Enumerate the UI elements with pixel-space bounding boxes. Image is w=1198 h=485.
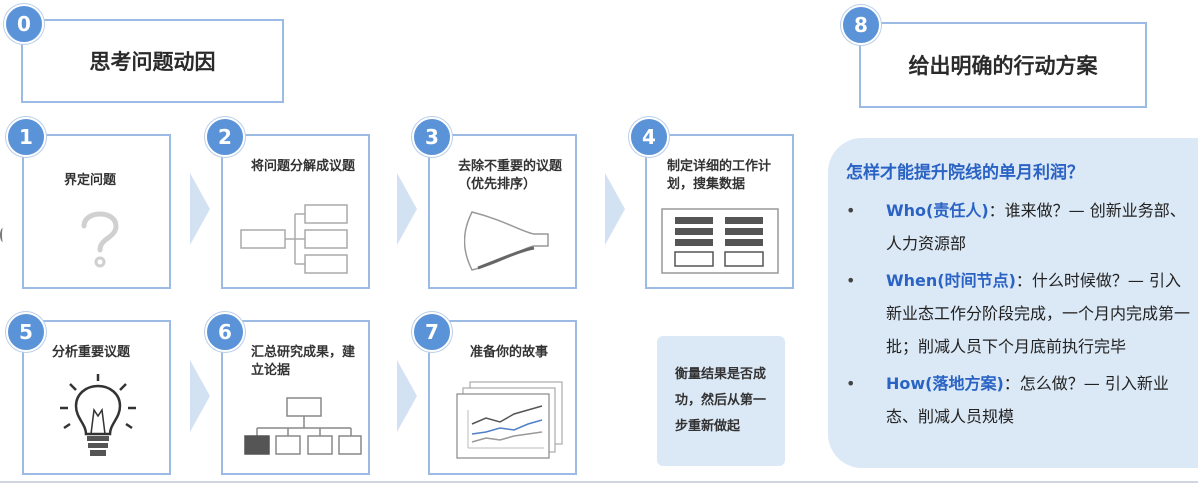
plan-value-who: ：谁来做？— 创新业务部、人力资源部 <box>886 201 1186 253</box>
plan-question: 怎样才能提升院线的单月利润？ <box>846 163 1084 183</box>
step-8-title-box: 给出明确的行动方案 <box>859 22 1147 108</box>
plan-key-who: Who(责任人) <box>886 201 989 220</box>
step-3-text: 去除不重要的议题（优先排序） <box>458 159 563 192</box>
step-6-card: 汇总研究成果，建立论据 <box>221 320 370 475</box>
issue-tree-icon <box>240 204 348 274</box>
step-4-card: 制定详细的工作计划，搜集数据 <box>645 134 794 289</box>
bottom-divider <box>0 481 1198 483</box>
line-chart-slides-icon <box>456 381 563 459</box>
plan-value-when: ：什么时候做？— 引入新业态工作分阶段完成，一个月内完成第一批；削减人员下个月底… <box>886 271 1191 356</box>
step-0-title: 思考问题动因 <box>89 50 216 74</box>
step-4-text: 制定详细的工作计划，搜集数据 <box>667 159 772 192</box>
plan-item-when: • When(时间节点)：什么时候做？— 引入新业态工作分阶段完成，一个月内完成… <box>842 264 1194 363</box>
step-8-title: 给出明确的行动方案 <box>908 54 1098 78</box>
step-7-card: 准备你的故事 <box>428 320 577 475</box>
action-plan-panel: 怎样才能提升院线的单月利润？ • Who(责任人)：谁来做？— 创新业务部、人力… <box>828 138 1198 468</box>
step-0-badge: 0 <box>4 4 44 44</box>
plan-value-how: ：怎么做？— 引入新业态、削减人员规模 <box>886 374 1169 426</box>
funnel-icon <box>464 211 549 271</box>
bullet-icon: • <box>846 271 856 290</box>
step-5-card: 分析重要议题 <box>22 320 171 475</box>
step-5-badge: 5 <box>6 312 46 352</box>
arrow-5-6 <box>190 360 210 432</box>
light-bulb-icon <box>60 374 136 456</box>
step-7-text: 准备你的故事 <box>470 345 549 360</box>
plan-key-how: How(落地方案) <box>886 374 1004 393</box>
plan-list: • Who(责任人)：谁来做？— 创新业务部、人力资源部 • When(时间节点… <box>842 194 1194 433</box>
step-2-badge: 2 <box>205 117 245 157</box>
step-6-text: 汇总研究成果，建立论据 <box>251 345 356 378</box>
step-6-badge: 6 <box>205 312 245 352</box>
plan-key-when: When(时间节点) <box>886 271 1016 290</box>
edge-artifact <box>0 228 6 242</box>
step-1-text: 界定问题 <box>64 173 117 188</box>
bullet-icon: • <box>846 374 856 393</box>
org-chart-icon <box>244 397 362 455</box>
arrow-2-3 <box>397 173 417 245</box>
step-1-badge: 1 <box>6 117 46 157</box>
step-2-card: 将问题分解成议题 <box>221 134 370 289</box>
work-plan-table-icon <box>661 208 779 274</box>
step-2-text: 将问题分解成议题 <box>251 159 356 174</box>
arrow-1-2 <box>190 173 210 245</box>
plan-item-who: • Who(责任人)：谁来做？— 创新业务部、人力资源部 <box>842 194 1194 260</box>
measure-results-box: 衡量结果是否成功，然后从第一步重新做起 <box>657 336 785 466</box>
step-3-badge: 3 <box>412 117 452 157</box>
step-7-badge: 7 <box>412 312 452 352</box>
question-mark-icon <box>81 211 119 268</box>
step-0-title-box: 思考问题动因 <box>21 19 284 103</box>
step-3-card: 去除不重要的议题（优先排序） <box>428 134 577 289</box>
step-8-badge: 8 <box>841 5 881 45</box>
step-1-card: 界定问题 <box>22 134 171 289</box>
measure-results-text: 衡量结果是否成功，然后从第一步重新做起 <box>675 367 767 434</box>
arrow-3-4 <box>605 173 625 245</box>
arrow-6-7 <box>397 360 417 432</box>
step-5-text: 分析重要议题 <box>52 345 131 360</box>
bullet-icon: • <box>846 201 856 220</box>
plan-item-how: • How(落地方案)：怎么做？— 引入新业态、削减人员规模 <box>842 367 1194 433</box>
step-4-badge: 4 <box>629 117 669 157</box>
